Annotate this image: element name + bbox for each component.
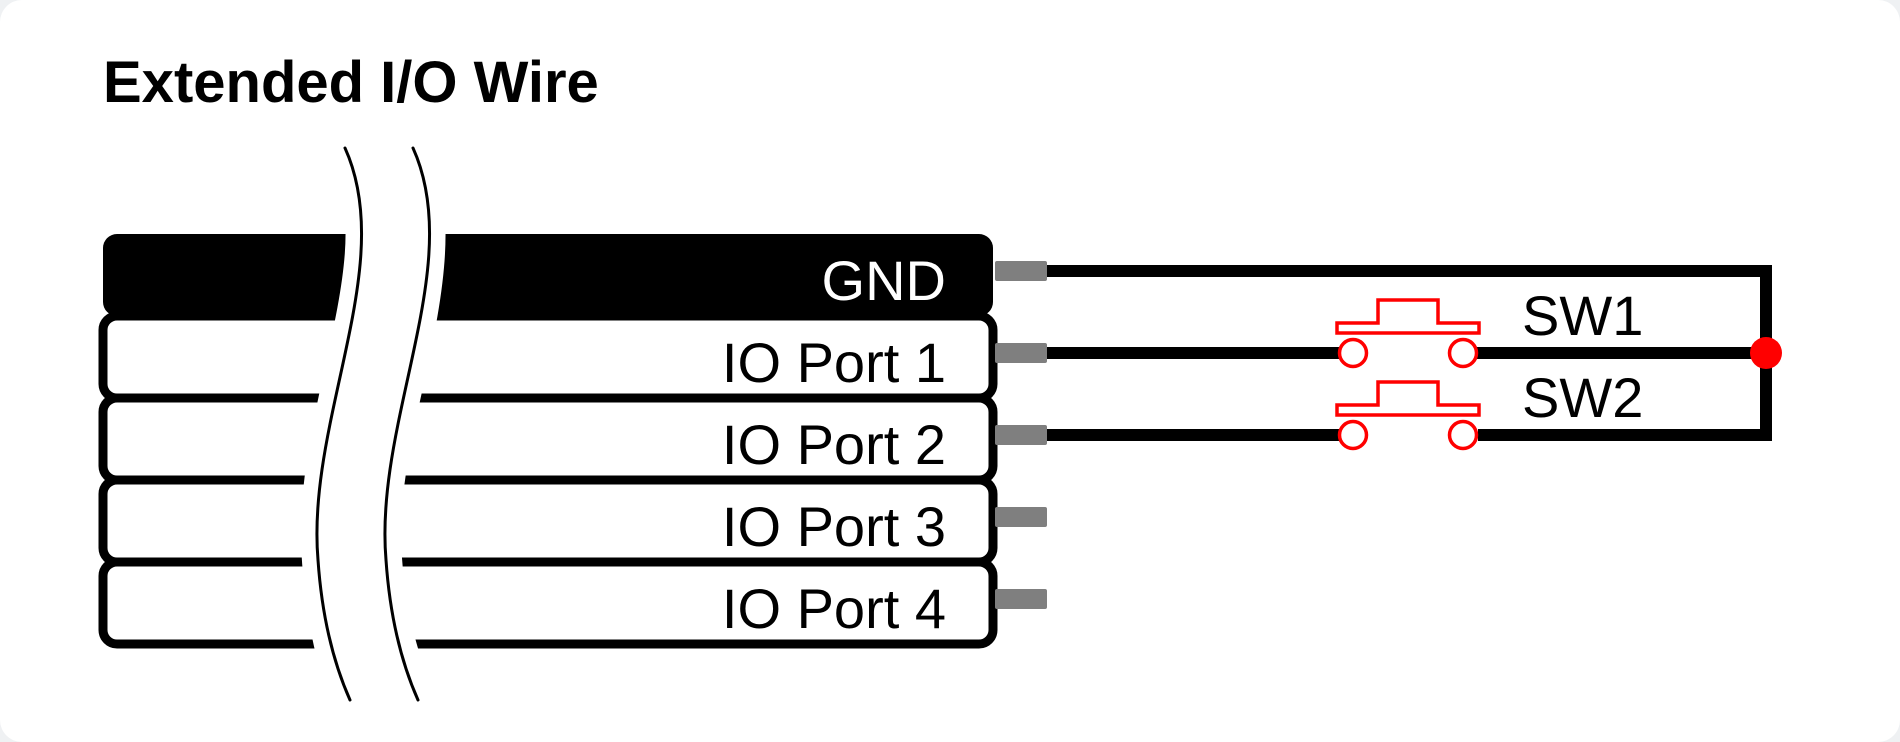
switch-contact-icon — [1337, 419, 1369, 451]
cable-break-gap — [300, 127, 446, 721]
pin-stub-gnd — [995, 261, 1047, 281]
cable-break — [300, 127, 446, 721]
cable-break-left-curve — [315, 146, 364, 702]
switch-contact-icon — [1447, 419, 1479, 451]
switch-contact-icon — [1447, 337, 1479, 369]
pin-stubs — [995, 261, 1047, 609]
cable-break-right-curve — [383, 146, 432, 702]
junction-dot — [1750, 337, 1782, 369]
page-title: Extended I/O Wire — [103, 50, 599, 115]
switch-label-sw2: SW2 — [1522, 366, 1643, 429]
port-label-gnd: GND — [822, 249, 946, 312]
switch-contact-icon — [1337, 337, 1369, 369]
pin-stub-io3 — [995, 507, 1047, 527]
push-button-icon — [1335, 380, 1481, 417]
pin-stub-io4 — [995, 589, 1047, 609]
switch-sw1 — [1335, 298, 1481, 369]
port-label-io4: IO Port 4 — [722, 577, 946, 640]
switch-sw2 — [1335, 380, 1481, 451]
port-labels: GND IO Port 1 IO Port 2 IO Port 3 IO Por… — [722, 249, 946, 640]
push-button-icon — [1335, 298, 1481, 335]
port-label-io3: IO Port 3 — [722, 495, 946, 558]
switch-label-sw1: SW1 — [1522, 284, 1643, 347]
pin-stub-io1 — [995, 343, 1047, 363]
pin-stub-io2 — [995, 425, 1047, 445]
port-band-gnd — [103, 234, 993, 316]
port-label-io1: IO Port 1 — [722, 331, 946, 394]
port-label-io2: IO Port 2 — [722, 413, 946, 476]
